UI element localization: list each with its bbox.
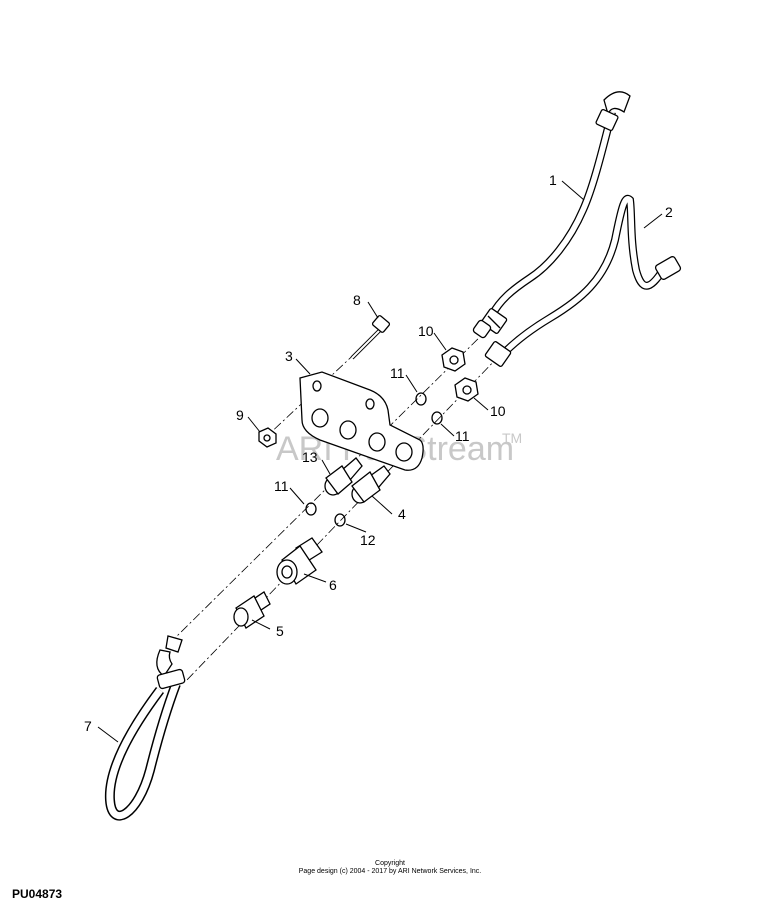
callouts: 1 2 3 4 5 6 7 8 9 10 10 11 11 11 12 13	[84, 172, 673, 734]
copyright-notice: Copyright Page design (c) 2004 - 2017 by…	[290, 860, 490, 876]
drawing-id: PU04873	[12, 887, 63, 901]
part-3-bracket	[299, 371, 424, 471]
callout-4: 4	[398, 506, 406, 522]
part-4-adapter	[351, 465, 391, 504]
copyright-text: Page design (c) 2004 - 2017 by ARI Netwo…	[298, 868, 482, 875]
callout-13: 13	[302, 449, 318, 465]
callout-7: 7	[84, 718, 92, 734]
callout-2: 2	[665, 204, 673, 220]
part-1-hydraulic-tube	[472, 91, 631, 339]
callout-8: 8	[353, 292, 361, 308]
part-9-nut	[258, 427, 277, 448]
copyright-label: Copyright	[375, 860, 405, 867]
leader-lines	[97, 180, 663, 743]
callout-11-lower: 11	[274, 478, 289, 494]
part-8-bolt	[350, 315, 391, 360]
callout-5: 5	[276, 623, 284, 639]
callout-6: 6	[329, 577, 337, 593]
callout-1: 1	[549, 172, 557, 188]
part-6-coupler	[276, 537, 323, 585]
watermark-trademark: TM	[502, 430, 522, 446]
callout-10-lower: 10	[490, 403, 506, 419]
callout-11-upper: 11	[390, 365, 405, 381]
part-10-jam-nuts	[441, 347, 479, 402]
callout-12: 12	[360, 532, 376, 548]
callout-11-right: 11	[455, 428, 470, 444]
callout-3: 3	[285, 348, 293, 364]
callout-10-upper: 10	[418, 323, 434, 339]
part-13-adapter	[324, 457, 363, 496]
part-7-hose	[104, 635, 186, 821]
callout-9: 9	[236, 407, 244, 423]
part-5-adapter	[233, 591, 271, 629]
part-11-12-o-rings	[305, 392, 443, 527]
part-2-hydraulic-tube	[484, 194, 682, 367]
